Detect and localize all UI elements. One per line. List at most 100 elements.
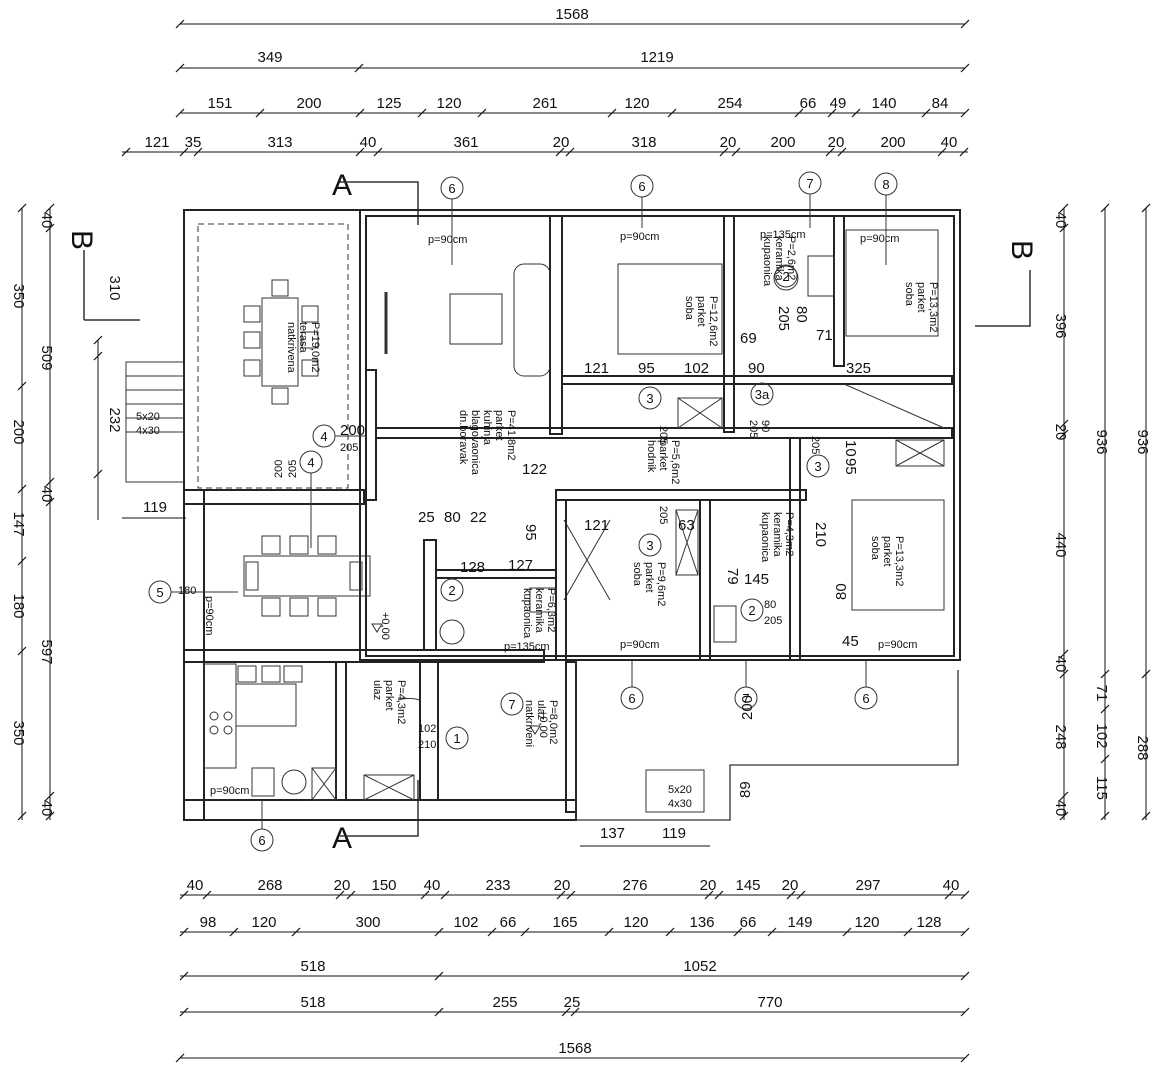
window-label: p=135cm xyxy=(504,641,550,653)
dim-label: 205 xyxy=(340,442,358,454)
room-label-line: P=5,6m2 xyxy=(669,440,681,484)
dim-label: 95 xyxy=(842,458,859,475)
callout-label: 3 xyxy=(646,391,653,406)
dim-label: 20 xyxy=(334,877,351,894)
wc xyxy=(773,265,799,291)
dim-label: 128 xyxy=(460,559,485,576)
dim-label: 102 xyxy=(684,360,709,377)
callout-marker: 6 xyxy=(854,660,878,710)
level-mark: +0,00 xyxy=(537,710,549,738)
room-label-line: parket xyxy=(657,440,669,471)
dim-label: 350 xyxy=(10,720,27,745)
callout-label: 6 xyxy=(258,833,265,848)
room-bedroom-4: soba parket P=13,3m2 xyxy=(869,536,905,586)
room-label-line: P=6,3m2 xyxy=(545,588,557,632)
interior-dimensions: 200 205 200 205 121 95 102 69 90 325 205… xyxy=(178,306,871,847)
dim-label: 102 xyxy=(418,723,436,735)
callout-label: 8 xyxy=(882,177,889,192)
dim-label: 120 xyxy=(436,95,461,112)
dim-label: 102 xyxy=(453,914,478,931)
dim-label: 149 xyxy=(787,914,812,931)
room-label-line: P=13,3m2 xyxy=(893,536,905,586)
room-label-line: keramika xyxy=(771,512,783,558)
dim-label: 20 xyxy=(700,877,717,894)
dim-label: 80 xyxy=(444,509,461,526)
callout-marker: 3a xyxy=(750,382,774,406)
dim-label: 232 xyxy=(106,407,123,432)
callout-marker: 3 xyxy=(638,386,662,410)
dim-label: 261 xyxy=(532,95,557,112)
dim-label: 210 xyxy=(418,739,436,751)
room-label-line: kupaonica xyxy=(759,512,771,563)
dim-label: 518 xyxy=(300,994,325,1011)
dim-label: 288 xyxy=(1134,735,1151,760)
dim-label: 205 xyxy=(657,506,669,524)
dim-label: 180 xyxy=(10,593,27,618)
callout-label: 7 xyxy=(806,176,813,191)
dim-label: 350 xyxy=(10,283,27,308)
dim-label: 310 xyxy=(106,275,123,300)
room-bedroom-2: soba parket P=13,3m2 xyxy=(903,282,939,332)
dim-label: 40 xyxy=(38,212,55,229)
dim-label: 20 xyxy=(782,877,799,894)
dim-label: 35 xyxy=(185,134,202,151)
room-label-line: soba xyxy=(903,282,915,307)
room-bedroom-1: soba parket P=12,6m2 xyxy=(683,296,719,346)
callout-marker: 4 xyxy=(312,424,366,448)
room-label-line: natkriveni xyxy=(523,700,535,747)
room-label-line: P=41,8m2 xyxy=(505,410,517,460)
section-marker-b-left: B xyxy=(65,230,98,250)
dim-label: 297 xyxy=(855,877,880,894)
dim-label: 40 xyxy=(38,486,55,503)
callout-marker: 2 xyxy=(740,598,764,622)
callout-marker: 5 xyxy=(148,580,238,604)
dim-label: 1052 xyxy=(683,958,716,975)
dim-label: 121 xyxy=(584,360,609,377)
dim-label: 325 xyxy=(846,360,871,377)
room-label-line: natkrivena xyxy=(285,322,297,374)
window-label: p=90cm xyxy=(203,596,215,635)
dim-label: 125 xyxy=(376,95,401,112)
dining-table xyxy=(243,555,371,597)
room-label-line: hodnik xyxy=(645,440,657,473)
dim-label: 20 xyxy=(554,877,571,894)
right-dimensions: 40 396 20 440 40 248 40 936 71 102 115 9… xyxy=(1052,203,1151,821)
kitchen-counter xyxy=(203,663,237,769)
dim-label: 936 xyxy=(1134,429,1151,454)
dim-label: 136 xyxy=(689,914,714,931)
callout-label: 4 xyxy=(320,429,327,444)
dim-label: 115 xyxy=(1093,776,1110,800)
window-label: p=90cm xyxy=(620,231,659,243)
dim-label: 120 xyxy=(854,914,879,931)
dim-label: 84 xyxy=(932,95,949,112)
washbasin xyxy=(529,587,557,613)
dim-label: 119 xyxy=(662,825,686,842)
room-label-line: parket xyxy=(695,296,707,327)
dim-label: 40 xyxy=(1052,656,1069,673)
dim-label: 127 xyxy=(508,557,533,574)
dim-label: 121 xyxy=(144,134,169,151)
room-entry: ulaz parket P=4,3m2 xyxy=(371,680,407,724)
dim-label: 248 xyxy=(1052,724,1069,749)
dim-label: 120 xyxy=(251,914,276,931)
dim-label: 140 xyxy=(871,95,896,112)
level-mark: +0,00 xyxy=(379,612,391,640)
dim-label: 40 xyxy=(943,877,960,894)
room-terrace: natkrivena terasa P=19,0m2 xyxy=(285,322,321,374)
dim-label: 205 xyxy=(287,460,299,478)
dim-label: 40 xyxy=(1052,212,1069,229)
room-label-line: ulaz xyxy=(371,680,383,700)
room-label-line: keramika xyxy=(773,236,785,282)
room-label-line: P=13,3m2 xyxy=(927,282,939,332)
dim-label: 597 xyxy=(38,639,55,664)
section-marker-b-right: B xyxy=(1005,240,1038,260)
dim-label: 518 xyxy=(300,958,325,975)
room-label-line: kupaonica xyxy=(761,236,773,287)
callout-marker: 3 xyxy=(638,533,662,557)
room-label-line: soba xyxy=(683,296,695,321)
dim-label: 151 xyxy=(207,95,232,112)
stair-labels: 5x20 4x30 5x20 4x30 xyxy=(136,411,692,810)
dim-label: 66 xyxy=(500,914,517,931)
dim-label: 200 xyxy=(880,134,905,151)
dim-label: 205 xyxy=(809,436,821,454)
